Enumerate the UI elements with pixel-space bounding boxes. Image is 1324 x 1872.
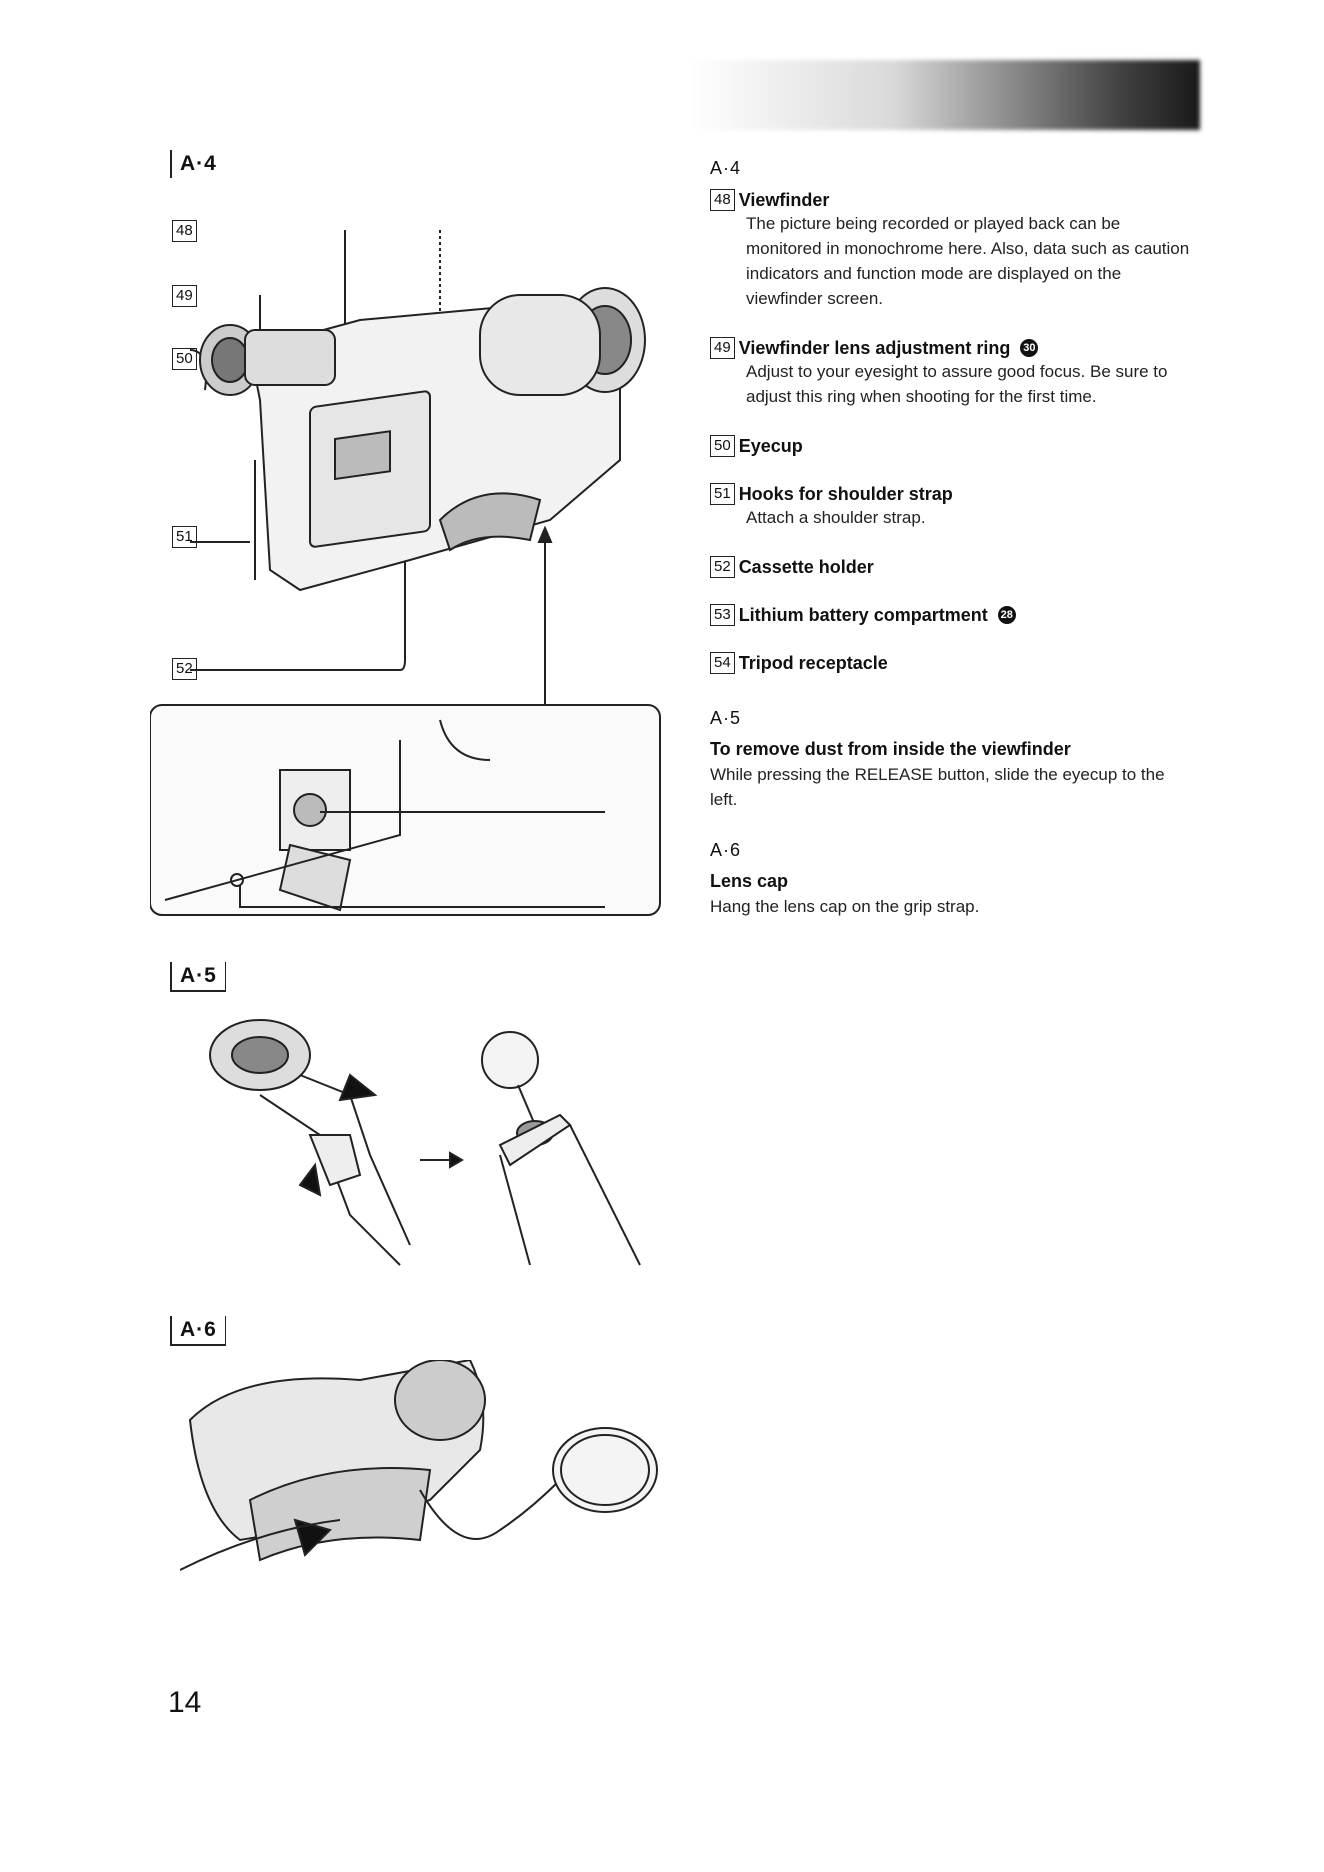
- a6-body: Hang the lens cap on the grip strap.: [710, 897, 980, 916]
- item-body: Adjust to your eyesight to assure good f…: [746, 362, 1168, 406]
- item-title: Tripod receptacle: [738, 652, 888, 673]
- figure-label-a6: A·6: [170, 1316, 226, 1346]
- section-ref-a6: A·6: [710, 840, 742, 860]
- item-number: 54: [710, 652, 735, 674]
- a5-body: While pressing the RELEASE button, slide…: [710, 765, 1165, 809]
- item-number: 53: [710, 604, 735, 626]
- item-title: Hooks for shoulder strap: [738, 483, 953, 504]
- camcorder-illustration: [150, 230, 661, 916]
- figure-label-a5: A·5: [170, 962, 226, 992]
- item-number: 48: [710, 189, 735, 211]
- item-title: Lithium battery compartment: [738, 604, 988, 625]
- figure-label-a4: A·4: [170, 150, 225, 178]
- item-body: The picture being recorded or played bac…: [746, 214, 1190, 308]
- callout-49: 49: [172, 285, 197, 307]
- a5-title: To remove dust from inside the viewfinde…: [710, 739, 1071, 759]
- callout-50: 50: [172, 348, 197, 370]
- item-title: Eyecup: [738, 435, 803, 456]
- item-title: Cassette holder: [738, 556, 874, 577]
- item-number: 52: [710, 556, 735, 578]
- callout-48: 48: [172, 220, 197, 242]
- item-number: 51: [710, 483, 735, 505]
- scan-smudge: [690, 60, 1200, 130]
- section-ref-a4: A·4: [710, 158, 742, 178]
- item-number: 50: [710, 435, 735, 457]
- page-number: 14: [168, 1686, 202, 1719]
- lens-cap-illustration: [180, 1360, 658, 1571]
- callout-51: 51: [172, 526, 197, 548]
- eyecup-removal-illustration: [209, 1019, 641, 1266]
- item-number: 49: [710, 337, 735, 359]
- item-title: Viewfinder lens adjustment ring: [738, 337, 1011, 358]
- page-ref-badge: 30: [1020, 339, 1039, 357]
- item-title: Viewfinder: [738, 189, 830, 210]
- a6-title: Lens cap: [710, 871, 789, 891]
- section-ref-a5: A·5: [710, 708, 742, 728]
- page-ref-badge: 28: [997, 606, 1016, 624]
- item-body: Attach a shoulder strap.: [746, 508, 926, 527]
